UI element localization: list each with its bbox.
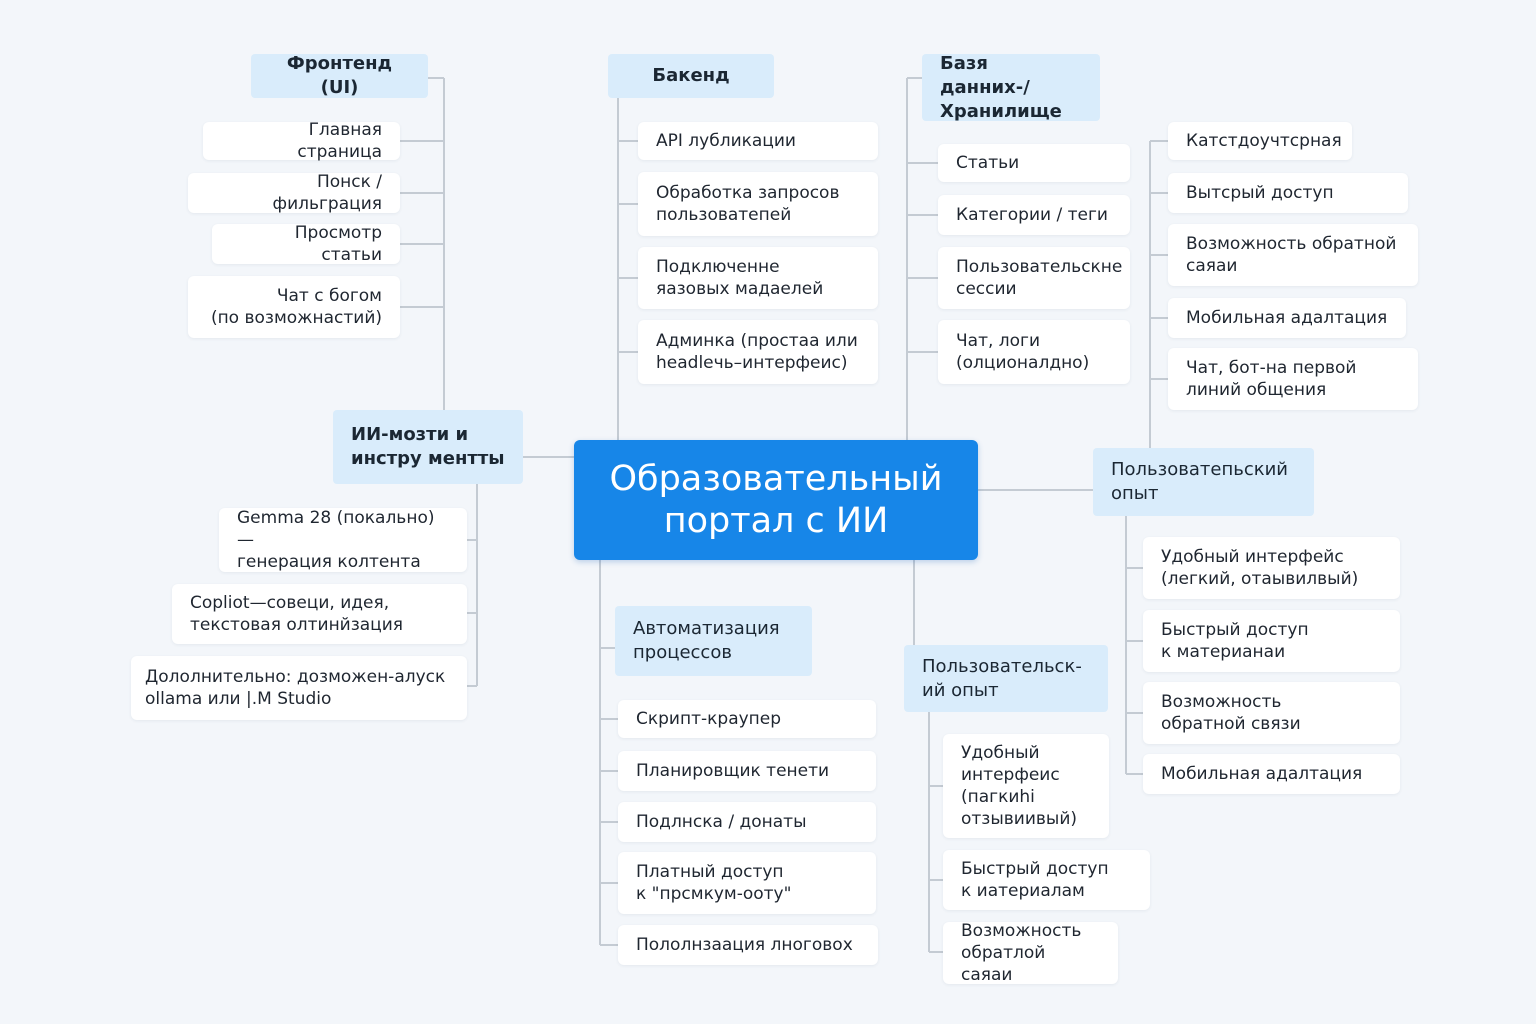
backend-item-label: Подключенне яазовых мадаелей: [656, 257, 824, 299]
ux-top-item-label: Чат, бот-на первой линий общения: [1186, 358, 1357, 400]
backend-item-label: Обработка запросов пользоватепей: [656, 183, 840, 225]
frontend-item-chat[interactable]: Чат с богом (по возможнастий): [188, 276, 400, 338]
frontend-item-label: Пoнск / фильграция: [272, 172, 382, 214]
category-ux-top-label: Пользоватепьский опыт: [1111, 459, 1288, 504]
frontend-item-article-view[interactable]: Просмотр статьи: [212, 223, 400, 265]
ux-bottom-item-3[interactable]: Возможность обратлой саяаи: [943, 921, 1118, 985]
ai-tools-item-label: Gemma 28 (покально)— генерация колтента: [237, 508, 435, 572]
category-ai-tools[interactable]: ИИ-мозти и инстру ментты: [333, 410, 523, 484]
ai-tools-item-ollama[interactable]: Дололнительно: дозможен-алуск ollama или…: [131, 656, 467, 720]
database-item-sessions[interactable]: Пользовательскне сессии: [938, 247, 1130, 309]
automation-item-label: Пололнзаация лноговох: [636, 935, 853, 955]
backend-item-api[interactable]: API лубликации: [638, 122, 878, 160]
ux-right-item-label: Возможность обратной связи: [1161, 692, 1301, 734]
backend-item-label: Админка (простаа или headleчь–интерфеис): [656, 331, 858, 373]
backend-item-requests[interactable]: Обработка запросов пользоватепей: [638, 172, 878, 236]
ux-right-item-1[interactable]: Удобный интерфейс (легкий, отаывилвый): [1143, 537, 1400, 599]
frontend-item-label: Главная страница: [297, 120, 382, 162]
database-item-label: Категории / теги: [956, 205, 1108, 225]
category-automation[interactable]: Автоматизация процессов: [615, 606, 812, 676]
ux-top-item-5[interactable]: Чат, бот-на первой линий общения: [1168, 348, 1418, 410]
ux-right-item-label: Удобный интерфейс (легкий, отаывилвый): [1161, 547, 1359, 589]
automation-item-paid-access[interactable]: Платный доступ к "прсмкум-ооту": [618, 852, 876, 914]
ai-tools-item-label: Дололнительно: дозможен-алуск ollama или…: [145, 667, 446, 709]
category-ux-bottom-label: Пользовательск- ий опыт: [922, 655, 1082, 701]
database-item-label: Чат, логи (олционалдно): [956, 331, 1090, 373]
backend-item-models[interactable]: Подключенне яазовых мадаелей: [638, 247, 878, 309]
central-node-label: Образовательный портал с ИИ: [609, 459, 943, 541]
backend-item-label: API лубликации: [656, 131, 796, 151]
database-item-articles[interactable]: Статьи: [938, 144, 1130, 182]
ux-top-item-label: Мобильная адалтация: [1186, 308, 1388, 328]
database-item-chat-logs[interactable]: Чат, логи (олционалдно): [938, 320, 1130, 384]
ux-top-item-2[interactable]: Вытсрый доступ: [1168, 173, 1408, 213]
ai-tools-item-copilot[interactable]: Copliot—совеци, идея, текстовая олтинйза…: [172, 584, 467, 644]
ux-bottom-item-label: Удобный интерфеис (пагкиhi отзывиивый): [961, 743, 1078, 829]
central-node[interactable]: Образовательный портал с ИИ: [574, 440, 978, 560]
automation-item-label: Скрипт-краупер: [636, 709, 782, 729]
ux-right-item-label: Быстрый доступ к материанаи: [1161, 620, 1309, 662]
ux-right-item-label: Мобильная адалтация: [1161, 764, 1363, 784]
category-ux-bottom[interactable]: Пользовательск- ий опыт: [904, 645, 1108, 712]
frontend-item-search[interactable]: Пoнск / фильграция: [188, 172, 400, 214]
ux-right-item-3[interactable]: Возможность обратной связи: [1143, 682, 1400, 744]
ux-top-item-3[interactable]: Возможность обратной саяаи: [1168, 224, 1418, 286]
automation-item-logs[interactable]: Пололнзаация лноговох: [618, 925, 878, 965]
category-database-label: Базя данних-/ Хранилище: [940, 52, 1062, 122]
automation-item-label: Планировщик тенети: [636, 761, 830, 781]
backend-item-admin[interactable]: Админка (простаа или headleчь–интерфеис): [638, 320, 878, 384]
ux-top-item-label: Возможность обратной саяаи: [1186, 234, 1397, 276]
category-backend-label: Бакенд: [652, 65, 730, 86]
ux-top-item-label: Катстдоучтсрная: [1186, 131, 1342, 151]
database-item-categories[interactable]: Категории / теги: [938, 195, 1130, 235]
automation-item-subscriptions[interactable]: Подлнска / донаты: [618, 802, 876, 842]
category-ux-top[interactable]: Пользоватепьский опыт: [1093, 448, 1314, 516]
frontend-item-label: Просмотр статьи: [294, 223, 382, 265]
database-item-label: Статьи: [956, 153, 1020, 173]
ai-tools-item-gemma[interactable]: Gemma 28 (покально)— генерация колтента: [219, 508, 467, 572]
automation-item-scheduler[interactable]: Планировщик тенети: [618, 751, 876, 791]
ux-bottom-item-label: Быстрый доступ к иатериалам: [961, 859, 1109, 901]
category-backend[interactable]: Бакенд: [608, 54, 774, 98]
ux-bottom-item-label: Возможность обратлой саяаи: [961, 921, 1082, 985]
ai-tools-item-label: Copliot—совеци, идея, текстовая олтинйза…: [190, 593, 404, 635]
ux-bottom-item-1[interactable]: Удобный интерфеис (пагкиhi отзывиивый): [943, 734, 1109, 838]
ux-bottom-item-2[interactable]: Быстрый доступ к иатериалам: [943, 850, 1150, 910]
frontend-item-main-page[interactable]: Главная страница: [203, 120, 400, 162]
frontend-item-label: Чат с богом (по возможнастий): [210, 286, 382, 328]
automation-item-label: Подлнска / донаты: [636, 812, 807, 832]
category-automation-label: Автоматизация процессов: [633, 618, 780, 663]
category-ai-tools-label: ИИ-мозти и инстру ментты: [351, 424, 505, 469]
ux-right-item-2[interactable]: Быстрый доступ к материанаи: [1143, 610, 1400, 672]
category-database[interactable]: Базя данних-/ Хранилище: [922, 52, 1100, 122]
ux-right-item-4[interactable]: Мобильная адалтация: [1143, 754, 1400, 794]
ux-top-item-1[interactable]: Катстдоучтсрная: [1168, 122, 1352, 160]
automation-item-scraper[interactable]: Скрипт-краупер: [618, 700, 876, 738]
automation-item-label: Платный доступ к "прсмкум-ооту": [636, 862, 792, 904]
category-frontend-label: Фронтенд (UI): [286, 53, 393, 98]
database-item-label: Пользовательскне сессии: [956, 257, 1123, 299]
ux-top-item-label: Вытсрый доступ: [1186, 183, 1334, 203]
ux-top-item-4[interactable]: Мобильная адалтация: [1168, 298, 1406, 338]
category-frontend[interactable]: Фронтенд (UI): [251, 53, 428, 98]
